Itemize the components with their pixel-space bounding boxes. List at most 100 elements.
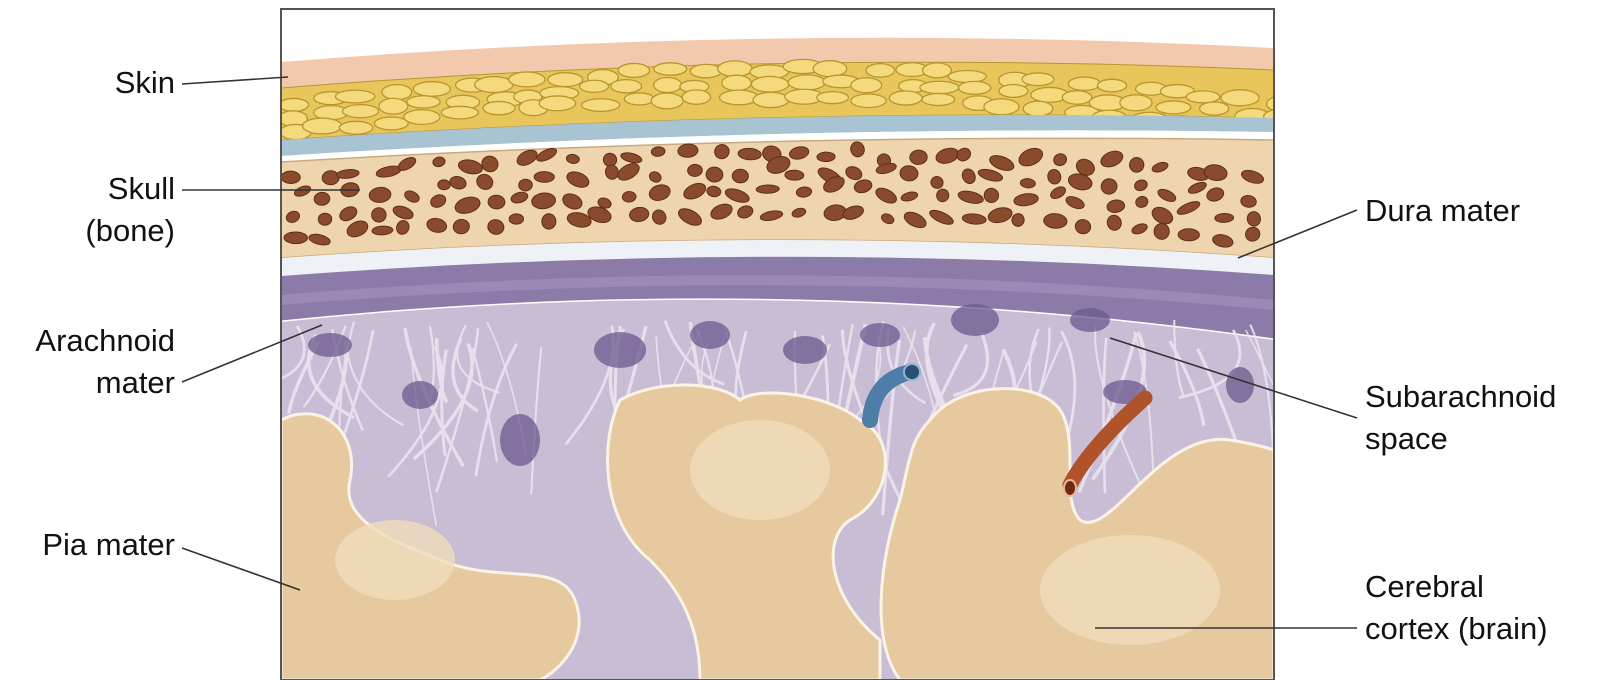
fat-cell	[722, 75, 751, 91]
fat-cell	[624, 93, 654, 105]
bone-pore	[542, 214, 557, 230]
fat-cell	[374, 117, 408, 130]
fat-cell	[654, 77, 682, 92]
fat-cell	[382, 85, 412, 100]
fat-cell	[959, 81, 991, 94]
fat-cell	[407, 96, 440, 108]
fat-cell	[1022, 73, 1054, 86]
fat-cell	[343, 105, 379, 118]
fat-cell	[618, 63, 649, 77]
fat-cell	[999, 85, 1028, 98]
label-subarachnoid-line2: space	[1365, 418, 1556, 460]
fat-cell	[889, 91, 922, 105]
fat-cell	[753, 92, 789, 107]
fat-cell	[922, 93, 955, 105]
bone-pore	[785, 170, 804, 181]
cavity	[860, 323, 900, 347]
label-cortex: Cerebral cortex (brain)	[1365, 566, 1548, 650]
bone-pore	[284, 232, 308, 244]
cavity	[500, 414, 540, 466]
fat-cell	[335, 90, 374, 103]
bone-pore	[817, 152, 835, 162]
fat-cell	[866, 64, 894, 78]
label-skull-line2: (bone)	[40, 210, 175, 252]
cavity	[951, 304, 999, 336]
fat-cell	[817, 92, 849, 104]
fat-cell	[1097, 79, 1126, 92]
cavity	[690, 321, 730, 349]
fat-cell	[984, 99, 1019, 115]
fat-cell	[1062, 91, 1091, 105]
bone-pore	[1154, 223, 1170, 239]
fat-cell	[582, 99, 620, 112]
bone-pore	[281, 171, 300, 184]
bone-pore	[756, 185, 779, 194]
bone-pore	[371, 207, 386, 222]
label-arachnoid: Arachnoid mater	[0, 320, 175, 404]
fat-cell	[475, 77, 513, 93]
fat-cell	[651, 93, 683, 109]
fat-cell	[404, 110, 440, 125]
bone-pore	[1178, 229, 1199, 241]
fat-cell	[948, 70, 986, 82]
fat-cell	[1221, 90, 1259, 106]
label-skull: Skull (bone)	[40, 168, 175, 252]
bone-pore	[437, 179, 450, 190]
fat-cell	[303, 118, 342, 134]
fat-cell	[379, 98, 408, 114]
fat-cell	[654, 63, 687, 75]
fat-cell	[788, 75, 825, 90]
label-arachnoid-line2: mater	[0, 362, 175, 404]
label-subarachnoid: Subarachnoid space	[1365, 376, 1556, 460]
label-cortex-line2: cortex (brain)	[1365, 608, 1548, 650]
fat-cell	[923, 63, 952, 78]
bone-pore	[622, 191, 636, 202]
fat-cell	[539, 96, 575, 111]
fat-cell	[509, 72, 545, 87]
bone-pore	[488, 195, 506, 210]
fat-cell	[413, 82, 450, 97]
fat-cell	[751, 76, 788, 92]
fat-cell	[718, 61, 752, 77]
label-arachnoid-line1: Arachnoid	[0, 320, 175, 362]
bone-pore	[322, 170, 340, 185]
label-cortex-line1: Cerebral	[1365, 566, 1548, 608]
bone-pore	[534, 172, 554, 183]
bone-pore	[910, 150, 928, 165]
label-pia: Pia mater	[0, 524, 175, 566]
cavity	[402, 381, 438, 409]
fat-cell	[813, 61, 847, 77]
cavity	[1070, 308, 1110, 332]
bone-pore	[1215, 213, 1234, 222]
illustration-panel	[241, 9, 1299, 680]
fat-cell	[548, 73, 583, 87]
fat-cell	[1200, 102, 1229, 115]
bone-pore	[509, 214, 523, 224]
fat-cell	[580, 80, 609, 92]
fat-cell	[1156, 101, 1191, 114]
cavity	[308, 333, 352, 357]
fat-cell	[1186, 91, 1220, 103]
fat-cell	[1120, 95, 1152, 111]
fat-cell	[441, 106, 478, 119]
fat-cell	[1267, 96, 1299, 112]
fat-cell	[851, 78, 882, 93]
fat-cell	[719, 90, 758, 105]
fat-cell	[690, 64, 721, 77]
fat-cell	[851, 94, 886, 108]
fat-cell	[611, 80, 642, 93]
bone-pore	[732, 169, 749, 183]
bone-pore	[518, 179, 532, 192]
fat-cell	[682, 90, 710, 104]
fat-cell	[1023, 101, 1053, 116]
fat-cell	[920, 81, 959, 93]
cavity	[783, 336, 827, 364]
label-subarachnoid-line1: Subarachnoid	[1365, 376, 1556, 418]
fat-cell	[339, 121, 372, 134]
fat-cell	[483, 101, 515, 114]
fat-cell	[279, 98, 308, 111]
cavity	[594, 332, 646, 368]
label-skin: Skin	[60, 62, 175, 104]
label-skull-line1: Skull	[40, 168, 175, 210]
